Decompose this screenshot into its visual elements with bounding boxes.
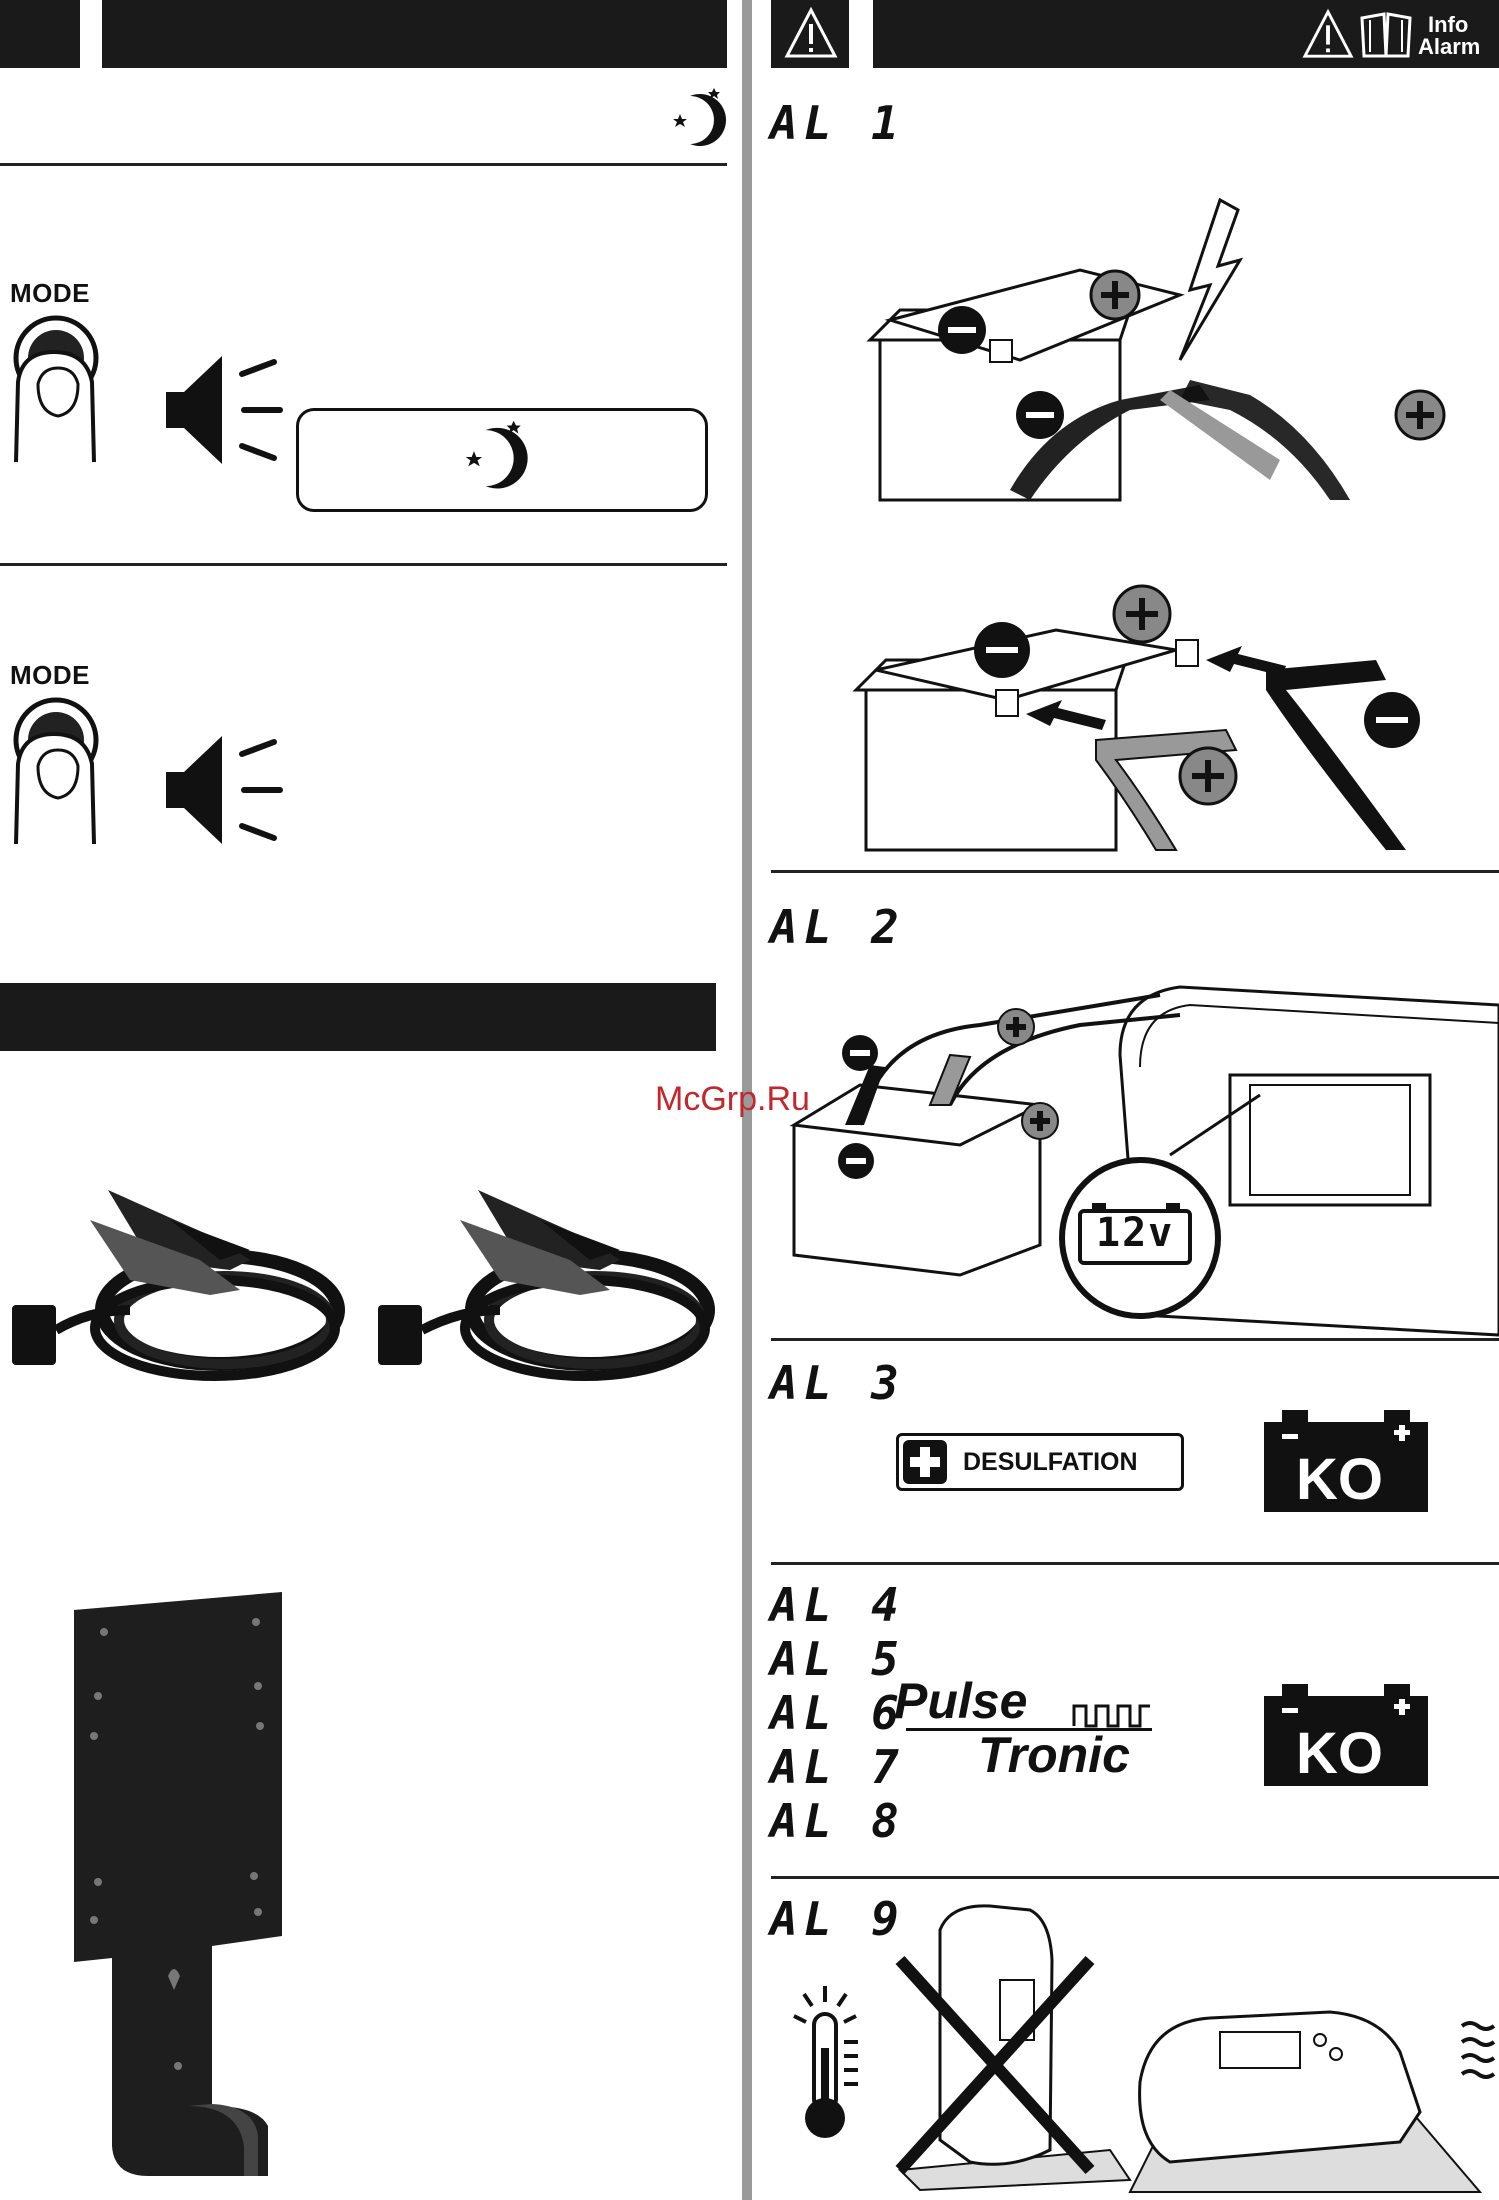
watermark: McGrp.Ru <box>655 1080 810 1119</box>
book-icon <box>1358 12 1414 58</box>
mode-label-2: MODE <box>10 660 90 691</box>
thermometer-icon <box>790 1984 870 2144</box>
right-divider-4 <box>771 1876 1499 1879</box>
desulfation-indicator: DESULFATION <box>896 1433 1184 1491</box>
left-divider-1 <box>0 163 727 166</box>
alarm-code-al5: AL 5 <box>770 1632 905 1686</box>
alarm-code-al4: AL 4 <box>770 1578 905 1632</box>
speaker-icon <box>162 352 282 472</box>
alarm-label: Alarm <box>1418 36 1480 58</box>
speaker-icon <box>162 732 282 852</box>
upright-charger-wrong-illustration <box>880 1900 1130 2190</box>
alarm-code-al2: AL 2 <box>770 900 905 954</box>
battery-ko-label: KO <box>1296 1446 1383 1513</box>
pulse-tronic-logo-line2: Tronic <box>978 1726 1130 1784</box>
flat-charger-illustration <box>1130 1992 1499 2200</box>
mode-label-1: MODE <box>10 278 90 309</box>
wall-bracket-image <box>68 1586 288 2186</box>
info-label: Info <box>1428 14 1468 36</box>
alarm-code-al3: AL 3 <box>770 1356 905 1410</box>
battery-ko-label: KO <box>1296 1720 1383 1787</box>
pulse-tronic-logo-line1: Pulse <box>894 1672 1027 1730</box>
charging-cables-image <box>370 1160 720 1410</box>
finger-press-icon <box>8 312 103 472</box>
left-divider-2 <box>0 563 727 566</box>
left-header-small-bar <box>0 0 80 68</box>
moon-stars-icon <box>668 84 728 154</box>
right-divider-1 <box>771 870 1499 873</box>
alarm-code-al1: AL 1 <box>770 96 905 150</box>
alarm-code-al6: AL 6 <box>770 1686 905 1740</box>
correct-connection-illustration <box>846 580 1466 850</box>
desulfation-label: DESULFATION <box>963 1448 1138 1477</box>
reverse-polarity-illustration <box>860 200 1480 500</box>
warning-icon <box>1302 8 1354 60</box>
plus-icon <box>903 1440 947 1484</box>
left-header-bar <box>102 0 727 68</box>
voltage-mismatch-illustration <box>780 975 1499 1335</box>
finger-press-icon <box>8 694 103 854</box>
warning-icon <box>784 6 838 60</box>
right-divider-3 <box>771 1562 1499 1565</box>
moon-stars-icon <box>460 414 530 500</box>
heat-waves-icon <box>1460 2018 1496 2092</box>
right-divider-2 <box>771 1338 1499 1341</box>
pulse-wave-icon <box>1072 1700 1152 1728</box>
alarm-code-al8: AL 8 <box>770 1794 905 1848</box>
charging-cables-image <box>0 1160 350 1410</box>
alarm-code-al7: AL 7 <box>770 1740 905 1794</box>
battery-voltage-display: 12v <box>1096 1210 1174 1256</box>
accessories-header-bar <box>0 983 716 1051</box>
